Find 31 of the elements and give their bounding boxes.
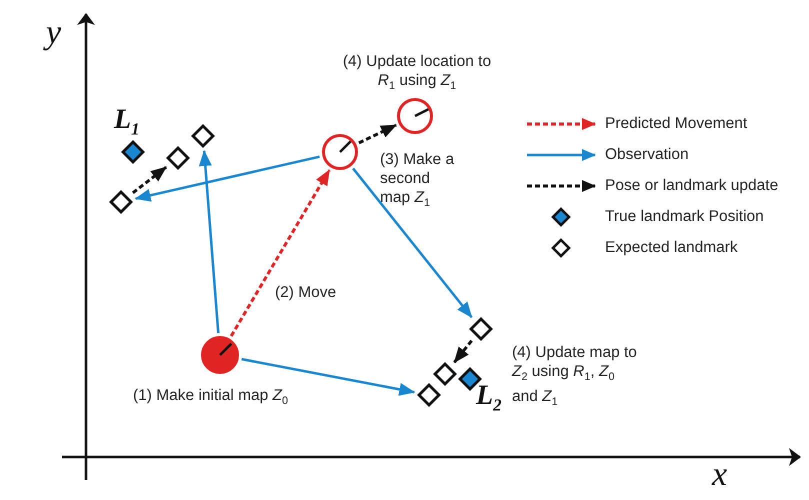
landmark-label: L$_{2}$ [476,380,502,416]
expected-landmark-diamond [433,362,457,386]
robot-circle [397,98,433,134]
arrow [241,358,416,396]
step-label: (4) Update location to R$_{1}$ using Z$_{1}$ [342,52,492,94]
legend-text: Predicted Movement [605,115,748,133]
step-label: (2) Move [275,283,336,302]
dashed-arrow [230,169,331,337]
arrow [198,150,220,334]
dashed-arrow [132,166,168,194]
expected-landmark-diamond [166,146,190,170]
legend-text: Pose or landmark update [605,177,778,195]
robot-circle [322,134,358,170]
landmark-label: L$_{1}$ [114,104,140,140]
dashed-arrow [453,340,473,364]
expected-landmark-diamond [109,190,133,214]
arrow [134,155,320,202]
true-landmark-diamond [121,140,145,164]
robot-circle [201,336,239,374]
step-label: (3) Make a second map Z$_{1}$ [380,150,456,212]
legend-text: Expected landmark [605,239,738,257]
expected-landmark-diamond [191,124,215,148]
expected-landmark-diamond [417,383,441,407]
arrow [352,168,473,318]
step-label: (4) Update map to Z$_{2}$ using R$_{1}$, Z$_{0}$ and Z$_{1}$ [512,343,637,410]
legend-text: True landmark Position [605,208,764,226]
step-label: (1) Make initial map Z$_{0}$ [133,386,290,410]
legend-text: Observation [605,146,689,164]
expected-landmark-diamond [469,317,493,341]
dashed-arrow [358,124,397,144]
axis-label: x [712,456,728,494]
